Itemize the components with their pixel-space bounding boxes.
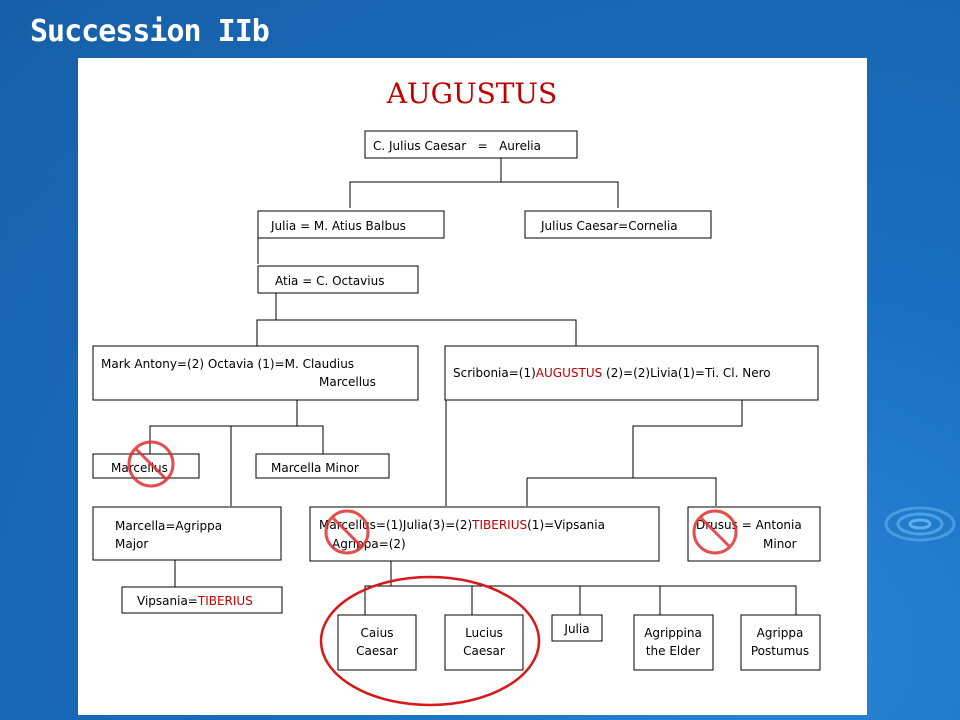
box-central-marriages (309, 506, 660, 562)
label-lucius-line2: Caesar (463, 644, 505, 658)
label-julia-balbus: Julia = M. Atius Balbus (270, 219, 406, 233)
label-central-post: (1)=Vipsania (527, 518, 605, 532)
label-central-tiberius: TIBERIUS (471, 518, 527, 532)
box-caesar-aurelia (364, 130, 578, 159)
label-antony-line2: Marcellus (319, 375, 376, 389)
connector-lines (149, 158, 797, 616)
box-agrippina-elder (633, 614, 714, 671)
box-caius-caesar (337, 614, 417, 671)
label-marcellus: Marcellus (111, 461, 168, 475)
box-marcella-minor (255, 453, 390, 479)
label-caius-line2: Caesar (356, 644, 398, 658)
label-scribonia-post: (2)=(2)Livia(1)=Ti. Cl. Nero (602, 366, 770, 380)
label-central-line2: Agrippa=(2) (332, 537, 406, 551)
label-vipsania: Vipsania=TIBERIUS (137, 594, 253, 608)
no-sign-icon (324, 509, 370, 555)
label-marcella-major-line2: Major (115, 537, 148, 551)
label-drusus-line2: Minor (763, 537, 797, 551)
label-atia-octavius: Atia = C. Octavius (275, 274, 384, 288)
label-scribonia: Scribonia=(1)AUGUSTUS (2)=(2)Livia(1)=Ti… (453, 366, 771, 380)
box-marcella-major (92, 506, 282, 561)
label-postumus-line2: Postumus (751, 644, 809, 658)
label-postumus-line1: Agrippa (757, 626, 804, 640)
label-lucius-line1: Lucius (465, 626, 503, 640)
label-vipsania-pre: Vipsania= (137, 594, 198, 608)
label-scribonia-augustus: AUGUSTUS (536, 366, 602, 380)
label-central-pre: Marcellus=(1)Julia(3)=(2) (319, 518, 472, 532)
ripple-decoration (884, 506, 956, 542)
family-tree-diagram: AUGUSTUS (92, 77, 821, 707)
box-scribonia-augustus (444, 345, 819, 401)
label-vipsania-tiberius: TIBERIUS (197, 594, 253, 608)
no-sign-icon (692, 509, 738, 555)
no-sign-icon (127, 440, 175, 488)
label-caius-line1: Caius (361, 626, 394, 640)
label-agrippina-line2: the Elder (646, 644, 700, 658)
box-vipsania-tiberius (121, 586, 283, 614)
label-marcella-minor: Marcella Minor (271, 461, 359, 475)
label-agrippina-line1: Agrippina (644, 626, 702, 640)
box-antony-octavia (92, 345, 419, 401)
box-atia-octavius (257, 265, 419, 294)
box-outlines (92, 130, 821, 671)
diagram-title: AUGUSTUS (386, 77, 557, 110)
box-agrippa-postumus (740, 614, 821, 671)
label-antony-line1: Mark Antony=(2) Octavia (1)=M. Claudius (101, 357, 354, 371)
highlight-ellipse (319, 575, 541, 707)
label-central-line1: Marcellus=(1)Julia(3)=(2)TIBERIUS(1)=Vip… (319, 518, 605, 532)
label-marcella-major-line1: Marcella=Agrippa (115, 519, 222, 533)
family-tree-panel: AUGUSTUS (78, 58, 867, 715)
label-caesar-aurelia: C. Julius Caesar = Aurelia (373, 139, 541, 153)
label-julius-cornelia: Julius Caesar=Cornelia (540, 219, 678, 233)
slide-title: Succession IIb (30, 14, 270, 49)
box-julius-cornelia (524, 210, 712, 239)
label-scribonia-pre: Scribonia=(1) (453, 366, 536, 380)
box-julia-balbus (257, 210, 445, 239)
box-labels: C. Julius Caesar = Aurelia Julia = M. At… (101, 139, 809, 658)
label-drusus-line1: Drusus = Antonia (696, 518, 802, 532)
box-lucius-caesar (444, 614, 524, 671)
label-julia-daughter: Julia (563, 622, 589, 636)
box-julia-daughter (551, 614, 603, 642)
